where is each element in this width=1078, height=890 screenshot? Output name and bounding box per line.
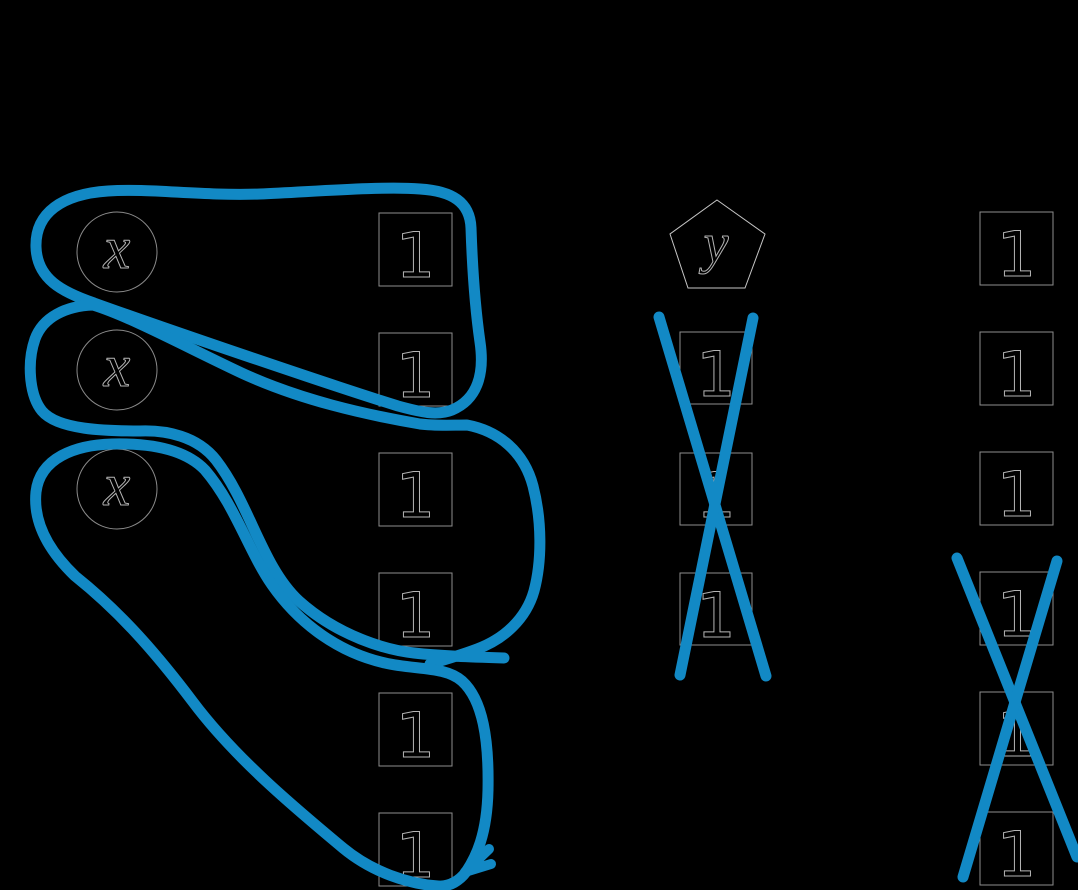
- unit-square-label: 1: [396, 459, 435, 532]
- x-variable-circle: [76, 211, 158, 293]
- unit-square: [378, 212, 453, 287]
- handwritten-annotations: [24, 182, 1078, 890]
- unit-square-label: 1: [396, 339, 435, 412]
- unit-square-label: 1: [997, 338, 1036, 411]
- group-loop-3: [30, 438, 494, 890]
- cross-out-middle-stroke-2: [674, 312, 759, 681]
- unit-square: [979, 211, 1054, 286]
- y-pentagon-group: y: [669, 199, 766, 289]
- unit-square-label: 1: [997, 818, 1036, 890]
- unit-square-label: 1: [997, 218, 1036, 291]
- unit-square-label: 1: [997, 458, 1036, 531]
- unit-square-label: 1: [396, 579, 435, 652]
- unit-square: [378, 692, 453, 767]
- unit-square: [979, 331, 1054, 406]
- unit-square: [378, 572, 453, 647]
- x-circles-group: xxx: [76, 211, 158, 530]
- x-variable-label: x: [103, 452, 131, 518]
- unit-square: [679, 572, 753, 646]
- cross-out-right-stroke-2: [957, 555, 1063, 883]
- unit-square-label: 1: [396, 699, 435, 772]
- x-variable-label: x: [103, 333, 131, 399]
- unit-square: [378, 452, 453, 527]
- loop-3-arrowhead: [460, 844, 496, 877]
- y-variable-pentagon: [669, 199, 766, 289]
- x-variable-label: x: [103, 215, 131, 281]
- x-variable-circle: [76, 329, 158, 411]
- group-loop-2: [24, 299, 546, 670]
- unit-square-label: 1: [396, 219, 435, 292]
- unit-square: [679, 331, 753, 405]
- unit-square: [979, 811, 1054, 886]
- group-loop-1: [30, 182, 487, 419]
- unit-square: [979, 451, 1054, 526]
- y-variable-label: y: [699, 213, 729, 275]
- unit-square-label: 1: [696, 338, 735, 411]
